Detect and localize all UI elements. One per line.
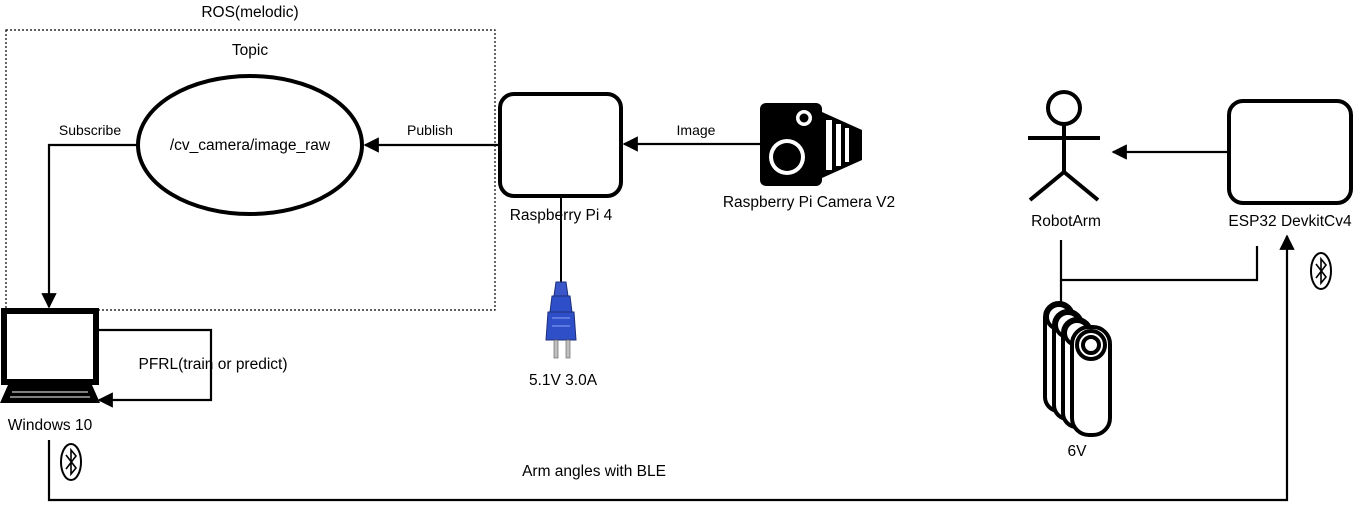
computer-monitor-icon (0, 308, 100, 403)
raspberry-pi-node (498, 92, 623, 198)
edge-ble (47, 234, 1295, 502)
edge-subscribe-label: Subscribe (59, 122, 121, 138)
topic-node-label: /cv_camera/image_raw (170, 137, 331, 154)
windows-label: Windows 10 (8, 417, 93, 434)
topic-section-label: Topic (232, 42, 268, 59)
edge-pfrl (97, 328, 213, 408)
battery-label: 6V (1068, 443, 1088, 460)
edge-image-label: Image (677, 122, 716, 138)
power-label: 5.1V 3.0A (529, 372, 598, 389)
esp32-node (1227, 99, 1353, 205)
ros-container (5, 29, 496, 311)
power-plug-icon (545, 196, 577, 359)
bluetooth-icon (1310, 252, 1332, 290)
edge-subscribe (41, 143, 138, 309)
esp32-label: ESP32 DevkitCv4 (1228, 213, 1352, 230)
ros-container-label: ROS(melodic) (201, 4, 298, 21)
edge-publish-label: Publish (407, 122, 453, 138)
actor-icon (1028, 90, 1100, 202)
edge-power-wiring (1059, 240, 1259, 282)
edge-pfrl-label: PFRL(train or predict) (138, 356, 287, 373)
camera-label: Raspberry Pi Camera V2 (723, 194, 895, 211)
camera-icon (760, 103, 862, 186)
bluetooth-icon (60, 443, 82, 481)
robot-arm-label: RobotArm (1031, 213, 1101, 230)
battery-pack-icon (1043, 301, 1112, 437)
edge-ble-label: Arm angles with BLE (522, 463, 666, 480)
